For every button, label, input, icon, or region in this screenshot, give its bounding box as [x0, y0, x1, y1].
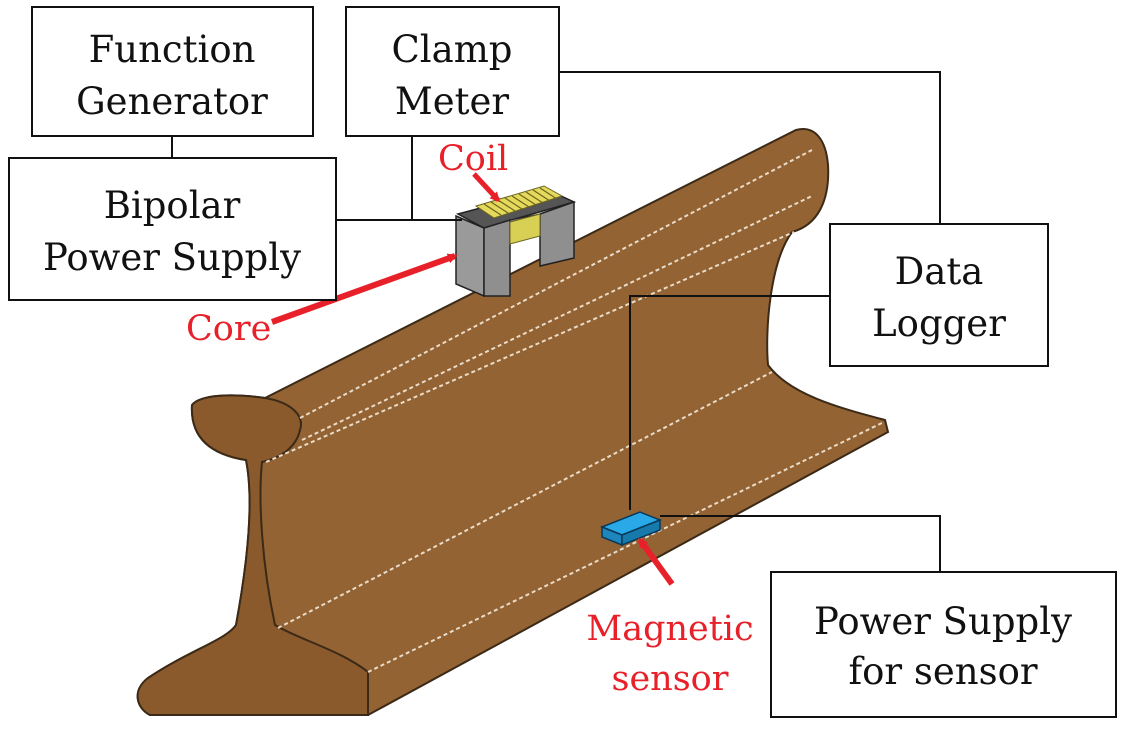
function-generator-box: Function Generator: [31, 6, 314, 137]
function-generator-line1: Function: [89, 28, 256, 71]
wire-logger-to-sensor: [629, 295, 830, 510]
core-arrow: [270, 253, 458, 325]
connection-wires: [171, 71, 941, 572]
sensor-power-supply-box: Power Supply for sensor: [770, 571, 1117, 718]
sensor-power-supply-line2: for sensor: [848, 650, 1037, 693]
rail-foot-edge-line: [367, 421, 885, 673]
data-logger-rect: [829, 223, 1049, 367]
rail-web-line: [265, 231, 795, 463]
coil-side: [509, 213, 541, 245]
clamp-meter-line1: Clamp: [392, 28, 513, 71]
bipolar-power-supply-rect: [8, 157, 337, 301]
core-right-leg: [539, 200, 575, 267]
red-arrows: [270, 172, 675, 586]
function-generator-line2: Generator: [76, 80, 268, 123]
sensor-power-supply-line1: Power Supply: [814, 600, 1072, 643]
clamp-meter-box: Clamp Meter: [345, 6, 560, 137]
bipolar-power-supply-line2: Power Supply: [43, 236, 301, 279]
sensor-side: [621, 518, 661, 547]
data-logger-line2: Logger: [872, 302, 1006, 345]
core-and-coil: [455, 185, 577, 298]
rail-head-top-line: [299, 149, 813, 419]
coil-arrow: [472, 172, 501, 203]
clamp-meter-line2: Meter: [395, 80, 510, 123]
core-left-leg: [455, 214, 485, 298]
wire-clampmeter-to-logger: [559, 71, 941, 224]
core-front: [483, 218, 511, 297]
core-label: Core: [186, 309, 271, 349]
clamp-meter-rect: [345, 6, 560, 137]
wire-sensor-to-psu: [660, 515, 941, 572]
magnetic-sensor: [599, 511, 663, 547]
coil-windings: [483, 187, 558, 216]
rail-head-side-line: [301, 195, 813, 441]
bipolar-power-supply-line1: Bipolar: [104, 184, 241, 227]
bipolar-power-supply-box: Bipolar Power Supply: [8, 157, 337, 301]
data-logger-line1: Data: [895, 250, 984, 293]
sensor-label-line1: Magnetic: [586, 609, 753, 649]
function-generator-rect: [31, 6, 314, 137]
rail-end-face: [136, 394, 369, 716]
sensor-power-supply-rect: [770, 571, 1117, 718]
coil-label: Coil: [438, 139, 508, 179]
coil: [474, 185, 564, 219]
rail: [136, 128, 890, 716]
data-logger-box: Data Logger: [829, 223, 1049, 367]
sensor-arrow: [637, 537, 675, 586]
sensor-label-line2: sensor: [612, 659, 729, 699]
rail-foot-line: [277, 371, 773, 629]
